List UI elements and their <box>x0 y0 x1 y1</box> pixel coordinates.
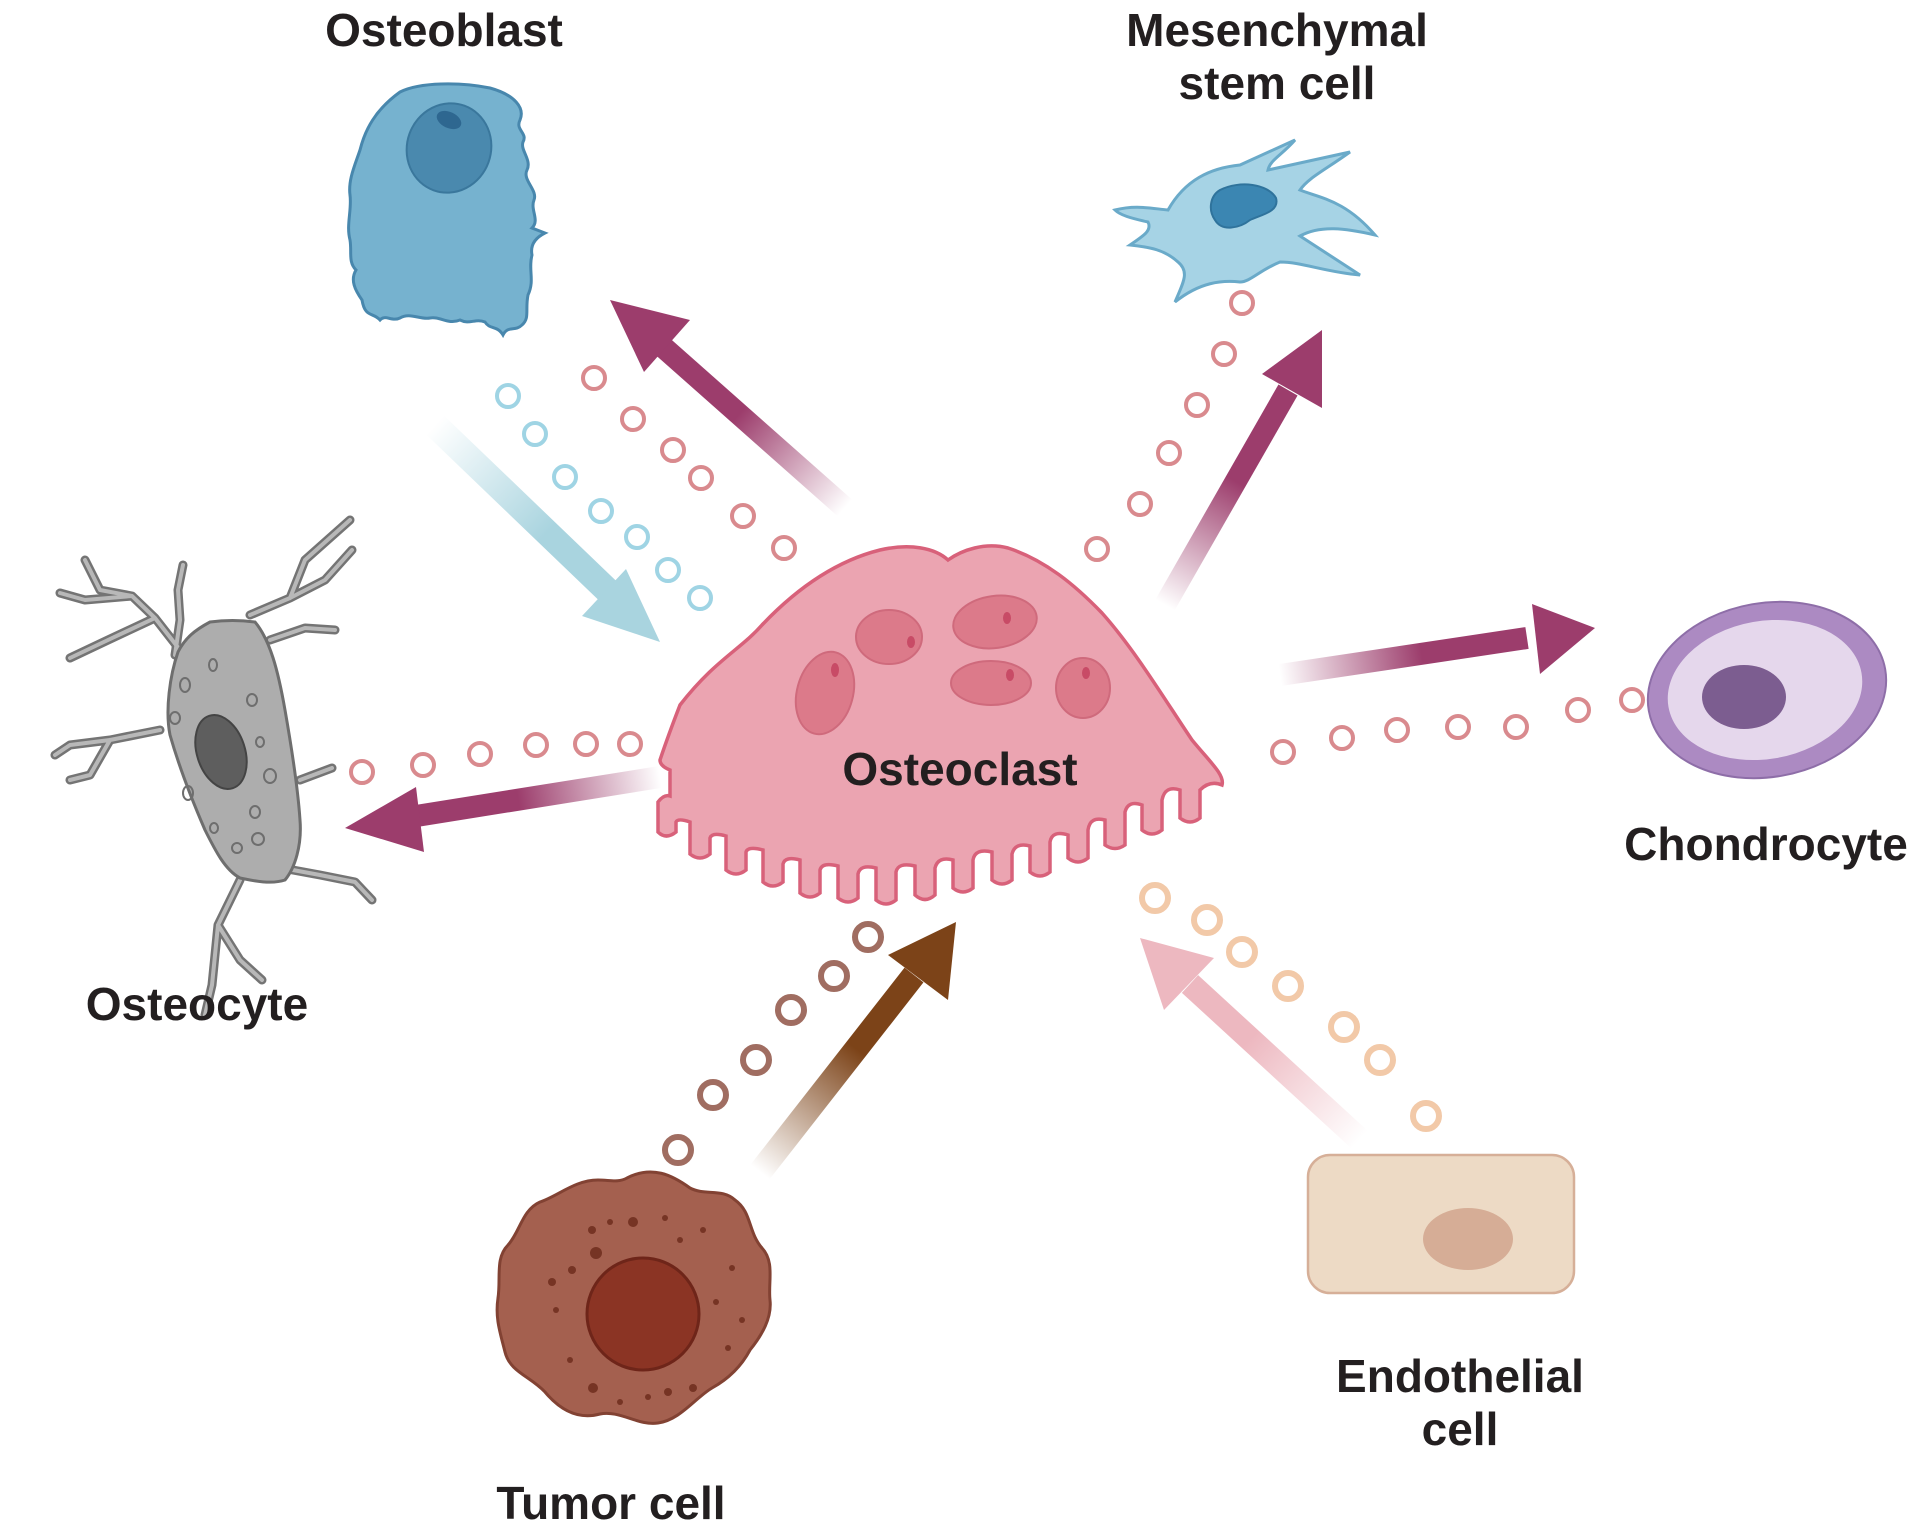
osteoblast-cell <box>347 82 549 339</box>
endothelial-cell <box>1306 1153 1576 1295</box>
label-mesenchymal-line1: Mesenchymal <box>1126 4 1428 56</box>
vesicles-tumor-cell <box>662 921 884 1166</box>
label-endothelial-cell: Endothelial cell <box>1336 1350 1584 1456</box>
label-mesenchymal-line2: stem cell <box>1178 56 1376 109</box>
osteoclast-cell <box>656 544 1225 906</box>
vesicles-osteoclast-to-chondrocyte <box>1270 687 1645 765</box>
chondrocyte-cell <box>1646 600 1888 780</box>
osteoclast-membrane <box>656 544 1225 906</box>
label-chondrocyte: Chondrocyte <box>1624 818 1908 870</box>
arrow-to-osteocyte <box>345 766 662 852</box>
vesicles-endothelial-cell <box>1139 882 1442 1132</box>
arrow-to-msc <box>1155 330 1322 611</box>
arrow-from-osteoblast <box>425 415 660 642</box>
label-tumor-cell: Tumor cell <box>496 1477 726 1529</box>
chondrocyte-nucleus <box>1702 665 1786 729</box>
arrow-from-tumor-cell <box>750 922 956 1180</box>
arrow-to-osteoblast <box>610 300 853 517</box>
osteoblast-nucleus <box>405 102 493 194</box>
vesicles-osteoclast-to-osteocyte <box>349 731 643 785</box>
vesicles-osteoblast <box>495 383 713 611</box>
label-osteoclast: Osteoclast <box>842 743 1078 795</box>
endothelial-nucleus <box>1423 1208 1513 1270</box>
vesicles-osteoclast-to-osteoblast <box>581 365 797 561</box>
osteoblast-nucleolus <box>436 110 462 130</box>
osteocyte-cell <box>50 515 377 1020</box>
msc-nucleus <box>1209 183 1278 229</box>
arrow-to-chondrocyte <box>1278 604 1595 686</box>
osteocyte-nucleus <box>194 714 248 790</box>
label-osteoblast: Osteoblast <box>325 4 563 56</box>
vesicles-osteoclast-to-msc <box>1084 290 1255 562</box>
arrow-from-endothelial-cell <box>1140 938 1369 1149</box>
osteoclast-nucleoli <box>831 612 1090 681</box>
tumor-cell <box>495 1170 772 1425</box>
label-mesenchymal-stem-cell: Mesenchymal stem cell <box>1126 4 1428 110</box>
osteoclast-nuclei <box>794 594 1111 736</box>
label-endothelial-line1: Endothelial <box>1336 1350 1584 1402</box>
label-osteocyte: Osteocyte <box>85 978 309 1030</box>
label-endothelial-line2: cell <box>1421 1402 1499 1455</box>
mesenchymal-stem-cell <box>1112 138 1380 304</box>
tumor-nucleus <box>585 1256 701 1372</box>
